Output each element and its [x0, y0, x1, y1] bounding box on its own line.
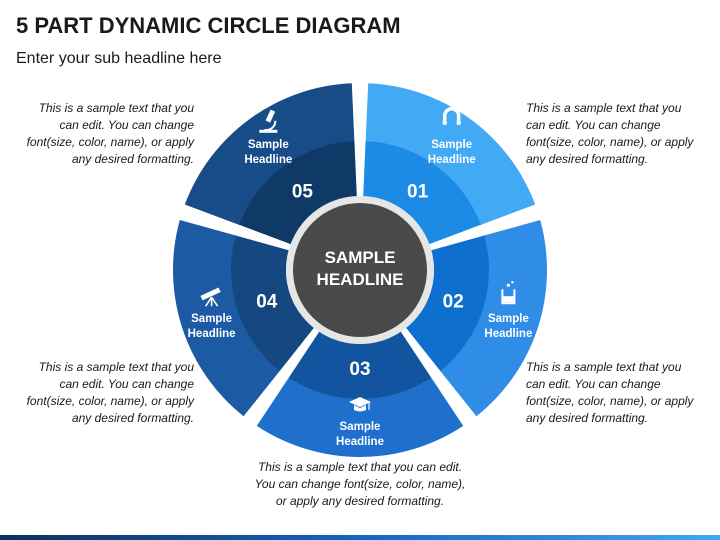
note-line: font(size, color, name), or apply — [526, 135, 694, 149]
center-label-line1: SAMPLE — [325, 248, 396, 267]
note-line: any desired formatting. — [71, 411, 194, 425]
note-line: can edit. You can change — [59, 377, 194, 391]
segment-inner-band — [288, 331, 432, 400]
segment-headline-line1: Sample — [191, 313, 232, 325]
bottom-accent-bar — [0, 535, 720, 540]
note-line: can edit. You can change — [526, 118, 661, 132]
microscope-icon — [259, 109, 278, 133]
center-disc — [293, 203, 427, 337]
segment-outer-band — [256, 376, 464, 457]
segment-outer-band — [439, 220, 547, 417]
note-top-left: This is a sample text that you can edit.… — [14, 100, 194, 168]
center-circle: SAMPLE HEADLINE — [286, 196, 434, 344]
note-bottom-right: This is a sample text that you can edit.… — [526, 359, 716, 427]
graduation-cap-icon — [349, 397, 371, 412]
beaker-icon — [501, 281, 516, 305]
note-line: font(size, color, name), or apply — [26, 394, 194, 408]
segment-headline-line1: Sample — [488, 313, 529, 325]
note-line: can edit. You can change — [526, 377, 661, 391]
segment-number: 03 — [349, 359, 370, 380]
segment-number: 01 — [407, 182, 429, 203]
note-line: any desired formatting. — [526, 152, 649, 166]
note-line: font(size, color, name), or apply — [26, 135, 194, 149]
segment-headline-line2: Headline — [484, 328, 532, 340]
segment-number: 04 — [256, 291, 278, 312]
note-line: This is a sample text that you — [526, 360, 682, 374]
note-line: This is a sample text that you — [38, 360, 194, 374]
page-subtitle: Enter your sub headline here — [16, 50, 222, 67]
segment-headline-line1: Sample — [248, 139, 289, 151]
segment-inner-band — [230, 235, 314, 371]
segment-headline-line2: Headline — [244, 154, 292, 166]
segment-number: 02 — [443, 291, 464, 312]
note-top-right: This is a sample text that you can edit.… — [526, 100, 716, 168]
segment-inner-band — [363, 141, 481, 245]
note-line: any desired formatting. — [526, 411, 649, 425]
note-line: This is a sample text that you can edit. — [257, 460, 463, 474]
note-line: any desired formatting. — [71, 152, 194, 166]
segment-headline-line2: Headline — [428, 154, 476, 166]
segment-headline-line1: Sample — [431, 139, 472, 151]
segment-inner-band — [406, 235, 490, 371]
segment-headline-line1: Sample — [340, 421, 381, 433]
page-title: 5 PART DYNAMIC CIRCLE DIAGRAM — [16, 13, 401, 38]
telescope-icon — [200, 287, 221, 307]
segment-outer-band — [173, 220, 281, 417]
note-line: can edit. You can change — [59, 118, 194, 132]
magnet-icon — [442, 107, 461, 125]
note-bottom-center: This is a sample text that you can edit.… — [230, 459, 490, 510]
segment-outer-band — [365, 83, 536, 226]
segment-headline-line2: Headline — [336, 436, 384, 448]
note-line: font(size, color, name), or apply — [526, 394, 694, 408]
segment-headline-line2: Headline — [188, 328, 236, 340]
note-bottom-left: This is a sample text that you can edit.… — [14, 359, 194, 427]
note-line: You can change font(size, color, name), — [254, 477, 466, 491]
segment-number: 05 — [292, 182, 314, 203]
center-label-line2: HEADLINE — [317, 270, 404, 289]
note-line: This is a sample text that you — [38, 101, 194, 115]
segment-outer-band — [184, 83, 355, 226]
segment-inner-band — [239, 141, 357, 245]
note-line: This is a sample text that you — [526, 101, 682, 115]
note-line: or apply any desired formatting. — [275, 494, 445, 508]
